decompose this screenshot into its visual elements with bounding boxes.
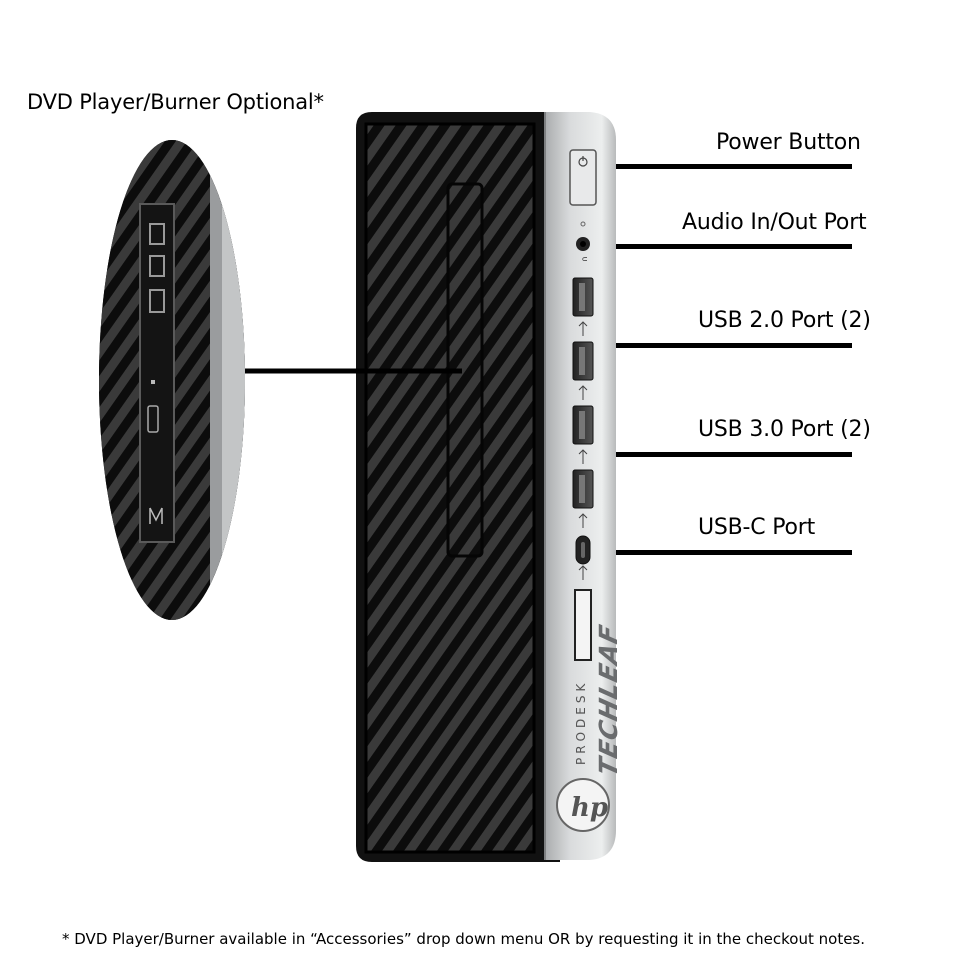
audio-port-leader — [604, 244, 852, 249]
dvd-eject-button — [147, 405, 159, 433]
power-button — [569, 149, 597, 206]
power-button-label: Power Button — [716, 130, 861, 155]
usb-a-port-4 — [572, 469, 594, 509]
computer-illustration: ∩ hp — [99, 112, 616, 862]
availability-footnote: * DVD Player/Burner available in “Access… — [62, 930, 866, 948]
dvd-drive-magnifier — [99, 140, 245, 620]
svg-text:hp: hp — [571, 793, 608, 823]
audio-port-label: Audio In/Out Port — [682, 210, 867, 235]
usb-a-port-2 — [572, 341, 594, 381]
svg-text:∩: ∩ — [580, 256, 589, 262]
drive-activity-led — [580, 221, 586, 227]
usbc-port-leader — [604, 550, 852, 555]
dvd-brand-mark-icon — [149, 507, 163, 524]
dvd-optional-label: DVD Player/Burner Optional* — [27, 90, 324, 114]
usb-a-port-1 — [572, 277, 594, 317]
dvd-drive-tray — [139, 203, 175, 543]
tower-chassis — [356, 112, 560, 862]
dvd-eject-led — [151, 380, 155, 384]
usb3-port-label: USB 3.0 Port (2) — [698, 417, 871, 442]
usb3-port-leader — [604, 452, 852, 457]
sd-card-slot — [574, 589, 592, 661]
hp-logo-icon: hp — [556, 778, 610, 832]
usbc-port-label: USB-C Port — [698, 515, 816, 540]
dvd-logos — [149, 223, 165, 313]
usb2-port-leader — [604, 343, 852, 348]
techleaf-brand-text: TECHLEAF — [594, 621, 623, 780]
usb-c-port — [575, 535, 591, 565]
usb2-port-label: USB 2.0 Port (2) — [698, 308, 871, 333]
prodesk-series-text: PRODESK — [574, 679, 588, 765]
usb-a-port-3 — [572, 405, 594, 445]
power-button-leader — [604, 164, 852, 169]
audio-jack: ∩ — [576, 237, 590, 262]
usb-symbol-icons — [578, 321, 588, 580]
